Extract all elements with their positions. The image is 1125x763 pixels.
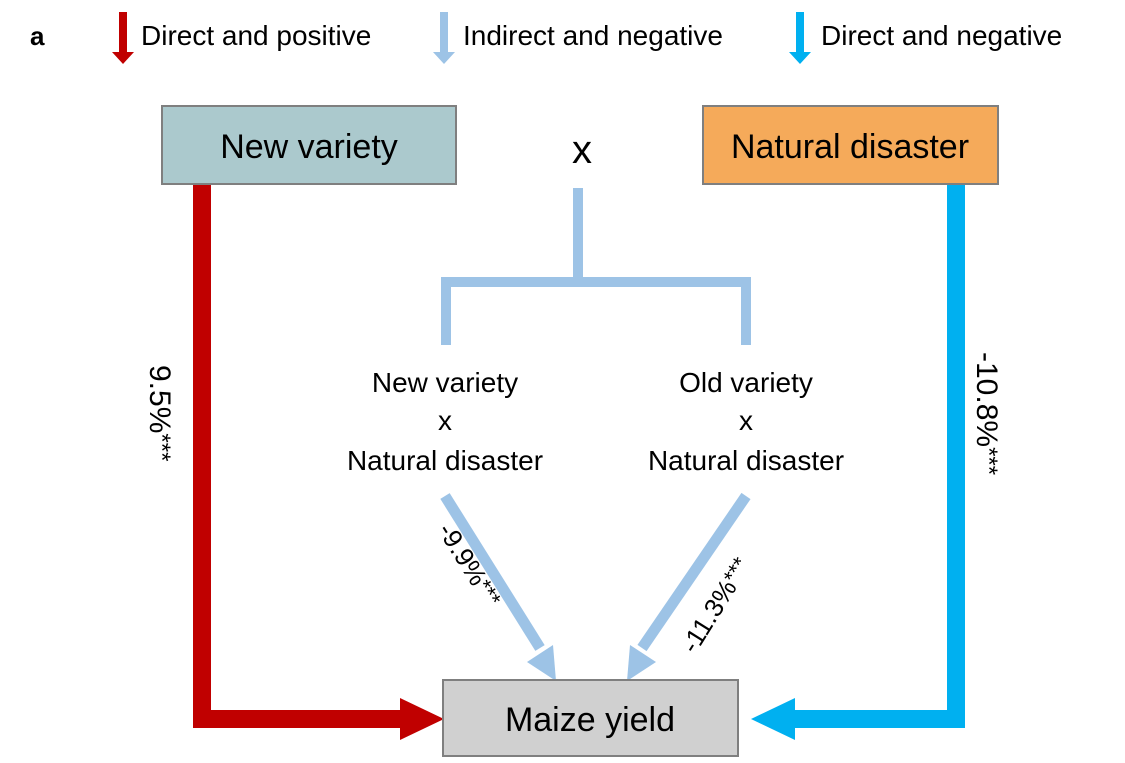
svg-text:Indirect and negative: Indirect and negative (463, 20, 723, 51)
edge-old-x-disaster-to-yield (637, 492, 751, 652)
effect-label-old-x-disaster: -11.3%*** (675, 552, 757, 658)
effect-label-new-variety: 9.5%*** (143, 365, 176, 461)
arrowhead-lightblue-right-icon (627, 645, 656, 681)
arrow-down-red-icon (112, 12, 134, 64)
svg-text:New variety: New variety (220, 128, 398, 166)
arrowhead-red-icon (400, 698, 444, 740)
significance-stars: *** (975, 447, 1002, 475)
svg-text:New variety: New variety (372, 367, 518, 398)
effect-value: 9.5% (143, 365, 176, 433)
svg-text:9.5%***: 9.5%*** (143, 365, 176, 461)
node-natural-disaster: Natural disaster (702, 105, 999, 185)
arrowhead-lightblue-left-icon (527, 645, 556, 681)
arrow-down-lightblue-icon (433, 12, 455, 64)
svg-text:Direct and positive: Direct and positive (141, 20, 371, 51)
svg-text:Natural disaster: Natural disaster (347, 445, 543, 476)
svg-text:Natural disaster: Natural disaster (648, 445, 844, 476)
svg-text:-11.3%***: -11.3%*** (675, 552, 757, 658)
node-maize-yield: Maize yield (442, 679, 739, 757)
svg-text:Direct and negative: Direct and negative (821, 20, 1062, 51)
node-new-variety-x-disaster: New variety x Natural disaster (347, 367, 543, 476)
legend-item-indirect-negative: Indirect and negative (433, 12, 723, 64)
node-old-variety-x-disaster: Old variety x Natural disaster (648, 367, 844, 476)
edge-new-x-disaster-to-yield (440, 493, 545, 651)
svg-text:Old variety: Old variety (679, 367, 813, 398)
effect-value: -10.8% (970, 352, 1003, 447)
arrow-down-blue-icon (789, 12, 811, 64)
panel-label: a (30, 21, 45, 51)
legend-item-direct-negative: Direct and negative (789, 12, 1062, 64)
svg-text:x: x (739, 405, 753, 436)
legend: Direct and positive Indirect and negativ… (112, 12, 1062, 64)
svg-text:x: x (438, 405, 452, 436)
legend-item-direct-positive: Direct and positive (112, 12, 371, 64)
svg-text:Maize yield: Maize yield (505, 701, 675, 739)
edge-new-variety-to-yield (193, 183, 405, 728)
svg-text:-10.8%***: -10.8%*** (970, 352, 1003, 475)
interaction-bracket (441, 188, 751, 345)
arrowhead-blue-icon (751, 698, 795, 740)
significance-stars: *** (148, 433, 175, 461)
svg-text:Natural disaster: Natural disaster (731, 128, 969, 166)
effect-label-disaster: -10.8%*** (970, 352, 1003, 475)
edge-disaster-to-yield (790, 183, 965, 728)
node-new-variety: New variety (161, 105, 457, 185)
interaction-symbol: x (572, 128, 592, 172)
